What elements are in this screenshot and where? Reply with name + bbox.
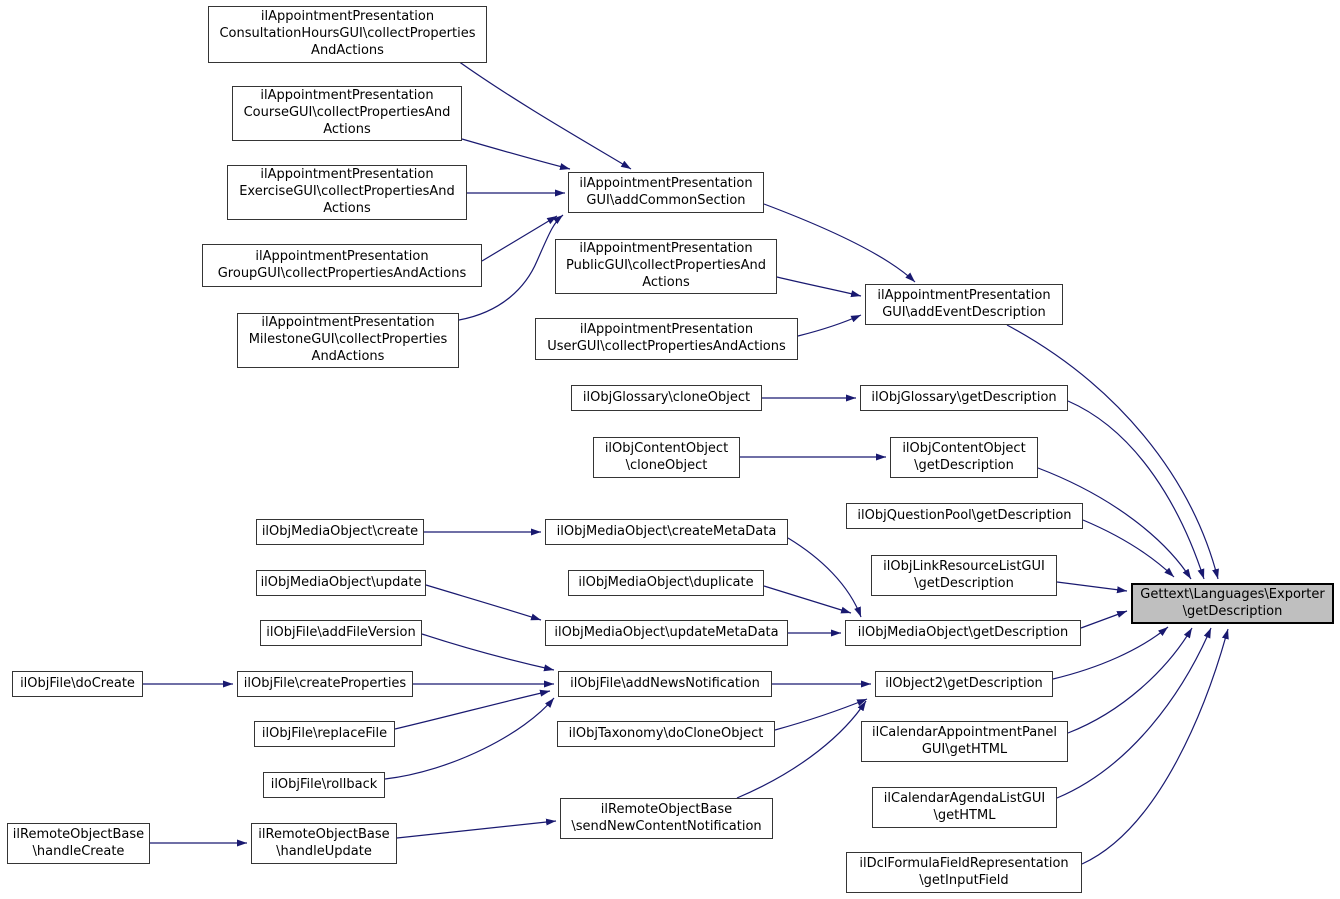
node-ilobjmediaobject-updatemetadata[interactable]: ilObjMediaObject\updateMetaData <box>545 620 788 646</box>
edge-addcommonsection-to-addeventdescription <box>763 203 916 283</box>
edge-group-to-addcommonsection <box>481 215 558 262</box>
node-ilobjmediaobject-createmetadata[interactable]: ilObjMediaObject\createMetaData <box>545 519 788 545</box>
node-ilobjmediaobject-duplicate[interactable]: ilObjMediaObject\duplicate <box>568 570 764 596</box>
node-ilobjfile-replacefile[interactable]: ilObjFile\replaceFile <box>254 721 395 747</box>
edge-questionpool-to-focus <box>1082 519 1175 578</box>
node-gui-addcommonsection[interactable]: ilAppointmentPresentation GUI\addCommonS… <box>568 172 764 213</box>
node-gui-addeventdescription[interactable]: ilAppointmentPresentation GUI\addEventDe… <box>865 284 1063 325</box>
edge-glossarygetdesc-to-focus <box>1067 400 1205 580</box>
edge-addfileversion-to-addnewsnotification <box>421 633 555 672</box>
node-ilobjquestionpool-getdescription[interactable]: ilObjQuestionPool\getDescription <box>846 503 1083 529</box>
edge-user-to-addeventdescription <box>797 314 862 337</box>
node-ilobjmediaobject-getdescription[interactable]: ilObjMediaObject\getDescription <box>845 620 1081 646</box>
node-ilobjfile-docreate[interactable]: ilObjFile\doCreate <box>12 671 143 697</box>
node-ilremoteobjectbase-handlecreate[interactable]: ilRemoteObjectBase \handleCreate <box>7 823 150 864</box>
edge-createmetadata-to-mediagetdesc <box>787 537 862 618</box>
node-ilobjmediaobject-create[interactable]: ilObjMediaObject\create <box>256 519 424 545</box>
edge-handleupdate-to-sendnewcontent <box>396 818 557 839</box>
edge-linkresource-to-focus <box>1056 581 1128 594</box>
node-ilobjtaxonomy-docloneobject[interactable]: ilObjTaxonomy\doCloneObject <box>557 721 775 747</box>
node-coursegui-collectpropertiesandactions[interactable]: ilAppointmentPresentation CourseGUI\coll… <box>232 86 462 141</box>
edge-calappointmentpanel-to-focus <box>1067 627 1193 734</box>
node-ilobjfile-addnewsnotification[interactable]: ilObjFile\addNewsNotification <box>558 671 772 697</box>
edge-mediaduplicate-to-mediagetdesc <box>763 585 852 614</box>
edge-contentgetdesc-to-focus <box>1037 467 1192 580</box>
node-ilobjcontentobject-getdescription[interactable]: ilObjContentObject \getDescription <box>890 437 1038 478</box>
edge-mediaupdate-to-updatemetadata <box>425 584 542 621</box>
node-publicgui-collectpropertiesandactions[interactable]: ilAppointmentPresentation PublicGUI\coll… <box>555 239 777 294</box>
edge-calagendalist-to-focus <box>1056 627 1212 799</box>
edge-dclformula-to-focus <box>1081 628 1229 865</box>
edge-replacefile-to-addnewsnotification <box>394 689 551 730</box>
node-groupgui-collectpropertiesandactions[interactable]: ilAppointmentPresentation GroupGUI\colle… <box>202 244 482 287</box>
edge-addeventdescription-to-focus <box>1006 324 1219 580</box>
edge-course-to-addcommonsection <box>461 138 571 170</box>
node-ilobjfile-addfileversion[interactable]: ilObjFile\addFileVersion <box>260 620 422 646</box>
node-ilcalendaragendalistgui-gethtml[interactable]: ilCalendarAgendaListGUI \getHTML <box>872 787 1057 828</box>
node-ildclformulafieldrepresentation-getinputfield[interactable]: ilDclFormulaFieldRepresentation \getInpu… <box>846 852 1082 893</box>
edge-mediagetdesc-to-focus <box>1080 610 1128 629</box>
node-ilremoteobjectbase-sendnewcontentnotification[interactable]: ilRemoteObjectBase \sendNewContentNotifi… <box>560 798 773 839</box>
edge-consultationhours-to-addcommonsection <box>457 60 632 170</box>
edge-milestone-to-addcommonsection <box>458 214 564 321</box>
node-ilobject2-getdescription[interactable]: ilObject2\getDescription <box>875 671 1053 697</box>
node-ilobjlinkresourcelistgui-getdescription[interactable]: ilObjLinkResourceListGUI \getDescription <box>871 555 1057 596</box>
node-ilcalendarappointmentpanelgui-gethtml[interactable]: ilCalendarAppointmentPanel GUI\getHTML <box>861 721 1068 762</box>
node-consultationhoursgui-collectpropertiesandactions[interactable]: ilAppointmentPresentation ConsultationHo… <box>208 6 487 63</box>
node-ilobjglossary-cloneobject[interactable]: ilObjGlossary\cloneObject <box>571 385 762 411</box>
edge-sendnewcontent-to-object2getdesc <box>736 700 867 799</box>
edge-taxonomyclone-to-object2getdesc <box>774 698 868 731</box>
node-ilobjcontentobject-cloneobject[interactable]: ilObjContentObject \cloneObject <box>593 437 740 478</box>
node-ilobjglossary-getdescription[interactable]: ilObjGlossary\getDescription <box>860 385 1068 411</box>
node-ilremoteobjectbase-handleupdate[interactable]: ilRemoteObjectBase \handleUpdate <box>251 823 397 864</box>
node-ilobjmediaobject-update[interactable]: ilObjMediaObject\update <box>256 570 426 596</box>
edge-object2getdesc-to-focus <box>1052 626 1169 680</box>
node-gettext-languages-exporter-getdescription: Gettext\Languages\Exporter \getDescripti… <box>1131 583 1334 624</box>
node-exercisegui-collectpropertiesandactions[interactable]: ilAppointmentPresentation ExerciseGUI\co… <box>227 165 467 220</box>
node-ilobjfile-createproperties[interactable]: ilObjFile\createProperties <box>237 671 413 697</box>
node-usergui-collectpropertiesandactions[interactable]: ilAppointmentPresentation UserGUI\collec… <box>535 318 798 360</box>
node-ilobjfile-rollback[interactable]: ilObjFile\rollback <box>263 772 385 798</box>
edge-public-to-addeventdescription <box>776 276 862 298</box>
edge-rollback-to-addnewsnotification <box>384 697 555 780</box>
node-milestonegui-collectpropertiesandactions[interactable]: ilAppointmentPresentation MilestoneGUI\c… <box>237 313 459 368</box>
